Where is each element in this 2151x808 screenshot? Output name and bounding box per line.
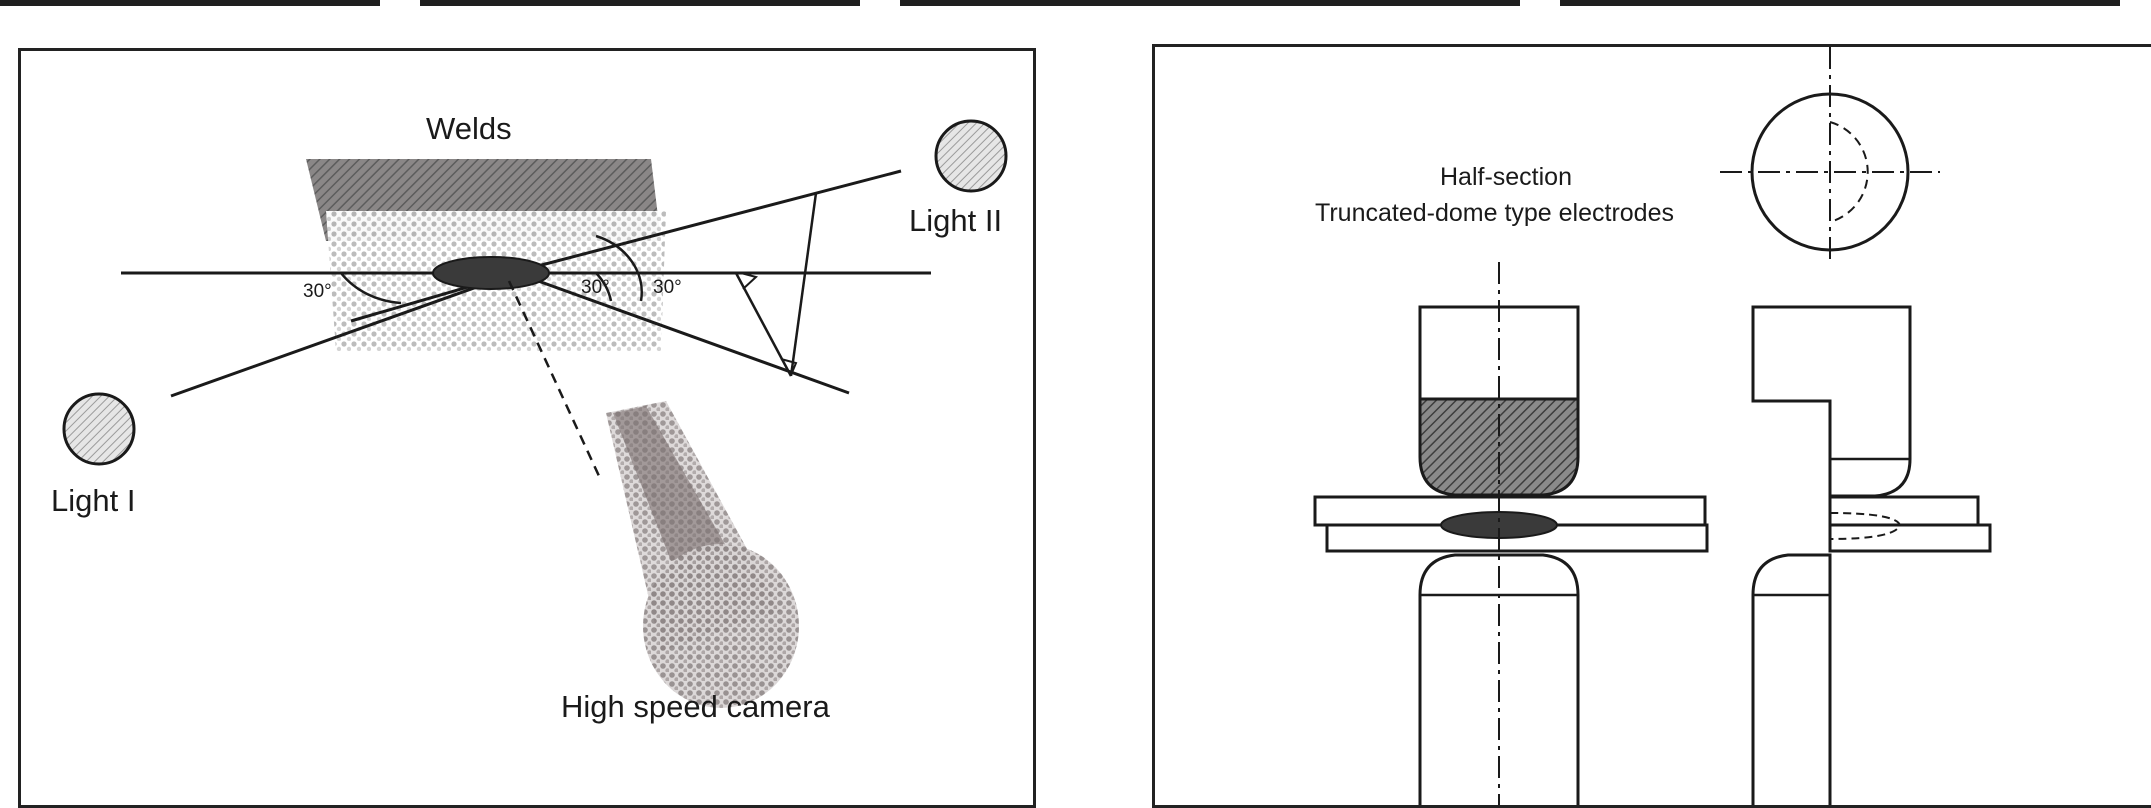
light-two-ray: [510, 169, 902, 275]
right-angle-mark: [780, 358, 798, 376]
light-one-ray: [170, 271, 517, 398]
right-angle-mark: [740, 272, 759, 290]
angle-label: 30°: [581, 277, 610, 298]
camera-sightline: [507, 280, 601, 477]
angle-label: 30°: [653, 277, 682, 298]
electrode-icon: [1313, 262, 1709, 805]
reflected-ray: [515, 271, 850, 395]
top-rule-segment: [0, 0, 380, 6]
normal-line: [789, 192, 818, 377]
weld-nugget: [432, 256, 550, 290]
electrode-panel: Half-section Truncated-dome type electro…: [1152, 44, 2151, 808]
angle-label: 30°: [303, 281, 332, 302]
light-source-icon: [62, 392, 136, 466]
angle-arc-right: [595, 234, 643, 302]
angle-arc-left: [340, 272, 402, 305]
welds-label: Welds: [426, 111, 512, 146]
camera-label: High speed camera: [561, 689, 830, 724]
light-one-label: Light I: [51, 483, 136, 518]
weld-specimen: [306, 159, 666, 351]
electrode-diagram: [1313, 47, 1992, 805]
electrode-icon: [1751, 305, 1992, 805]
welding-setup-panel: Welds Light II Light I High speed camera…: [18, 48, 1036, 808]
electrode-top-view: [1720, 47, 1940, 265]
light-two-label: Light II: [909, 203, 1003, 238]
angle-arc-mid: [595, 272, 613, 302]
top-rule-segment: [900, 0, 1520, 6]
light-source-icon: [934, 119, 1008, 193]
high-speed-camera-icon: [606, 401, 799, 708]
top-rule-segment: [420, 0, 860, 6]
half-section-title: Half-section: [1440, 163, 1572, 191]
welding-setup-diagram: [62, 119, 1008, 708]
top-rule-segment: [1560, 0, 2120, 6]
electrode-type-title: Truncated-dome type electrodes: [1315, 199, 1674, 227]
